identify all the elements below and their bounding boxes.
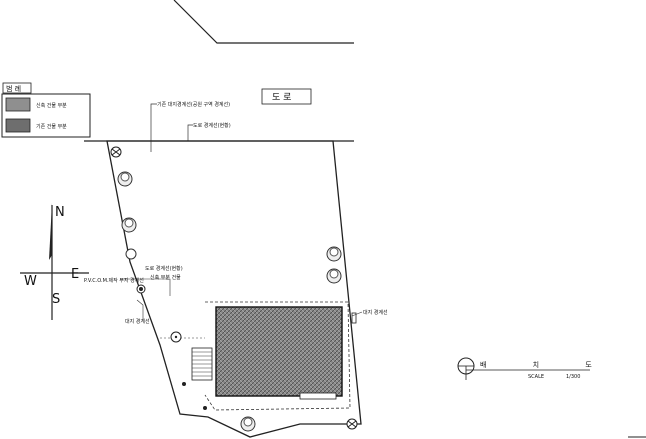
compass-e: E: [71, 267, 79, 282]
legend-swatch-existing: [5, 118, 31, 133]
legend-title: 범 례: [6, 84, 21, 93]
legend-swatch-new: [5, 97, 31, 112]
site-boundary: [106, 140, 362, 438]
tree-9: [346, 418, 358, 430]
leader-line-1: [150, 103, 157, 152]
inner-dashed-boundary: [204, 301, 351, 411]
survey-point: [170, 331, 182, 343]
title-block-scale-value: 1/300: [566, 374, 580, 380]
tree-3: [121, 217, 137, 233]
legend-item-new: 신축 건물 부분: [36, 102, 67, 109]
legend: 범 례 신축 건물 부분 기존 건물 부분: [1, 82, 91, 138]
building-footprint: [215, 306, 343, 397]
tree-4: [125, 248, 137, 260]
title-block-scale-label: SCALE: [528, 374, 544, 380]
marker-small: [182, 382, 186, 386]
road-label: 도 로: [272, 93, 291, 103]
road-label-box: 도 로: [261, 88, 312, 105]
tree-5: [136, 284, 146, 294]
left-leader-2: [120, 278, 171, 296]
marker-small-2: [203, 406, 207, 410]
legend-item-existing: 기존 건물 부분: [36, 123, 67, 130]
annotation-mid-note1: 도로 경계선(현황): [145, 265, 183, 272]
leader-line-2: [187, 124, 193, 141]
compass-w: W: [24, 274, 37, 289]
right-leader: [351, 311, 363, 317]
title-block-title: 배 치 도: [480, 360, 614, 369]
right-gate: [351, 312, 357, 324]
annotation-left-note2: P.V.C.O.M.제작 부지 경계선: [84, 277, 144, 284]
compass-s: S: [52, 292, 60, 307]
tree-7: [326, 268, 342, 284]
stair: [191, 347, 213, 381]
annotation-mid-note2: 신축 부분 건물: [150, 274, 181, 281]
north-arrow: N S W E: [20, 203, 89, 320]
annotation-boundary-top1: 기존 대지경계선(공원 구역 경계선): [157, 101, 230, 108]
annotation-boundary-top2: 도로 경계선(현황): [193, 122, 231, 129]
tree-2: [117, 171, 133, 187]
tree-6: [326, 246, 342, 262]
building-entrance: [299, 392, 337, 400]
annotation-left-note1: 대지 경계선: [125, 318, 150, 325]
left-leader-1: [136, 299, 144, 320]
top-road-line: [173, 0, 354, 44]
tree-1: [110, 146, 122, 158]
annotation-right-note: 대지 경계선: [363, 309, 388, 316]
title-block: 배 치 도 SCALE 1/300: [457, 357, 614, 380]
compass-n: N: [55, 205, 65, 220]
tree-8: [240, 416, 256, 432]
